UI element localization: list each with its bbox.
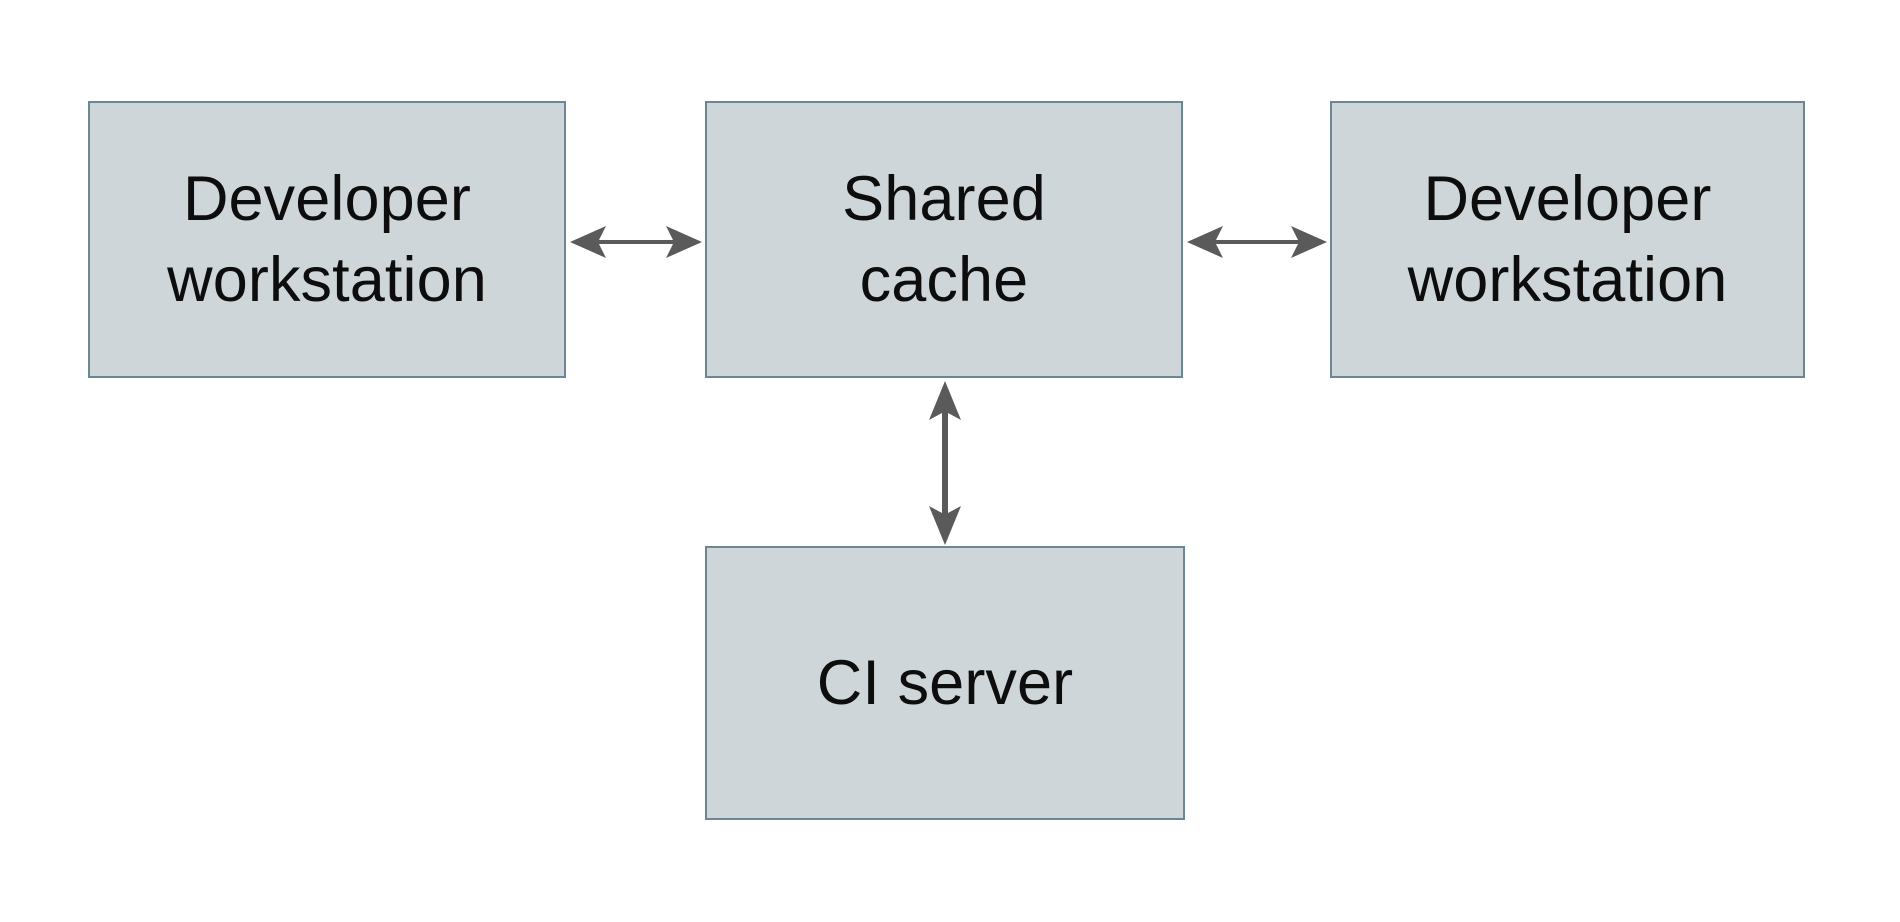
- node-label: Developer workstation: [1407, 163, 1728, 315]
- node-developer-workstation-right[interactable]: Developer workstation: [1330, 101, 1805, 378]
- double-headed-arrow-horizontal-icon: [570, 226, 702, 258]
- node-label: CI server: [816, 647, 1074, 718]
- node-developer-workstation-left[interactable]: Developer workstation: [88, 101, 566, 378]
- double-headed-arrow-horizontal-icon: [1187, 226, 1327, 258]
- connector-shared-cache-to-ci-server[interactable]: [915, 378, 975, 548]
- node-label: Developer workstation: [167, 163, 487, 315]
- node-label: Shared cache: [842, 163, 1046, 315]
- double-headed-arrow-vertical-icon: [929, 381, 961, 545]
- node-shared-cache[interactable]: Shared cache: [705, 101, 1183, 378]
- node-ci-server[interactable]: CI server: [705, 546, 1185, 820]
- connector-shared-cache-to-dev-right[interactable]: [1183, 212, 1331, 272]
- connector-dev-left-to-shared-cache[interactable]: [566, 212, 706, 272]
